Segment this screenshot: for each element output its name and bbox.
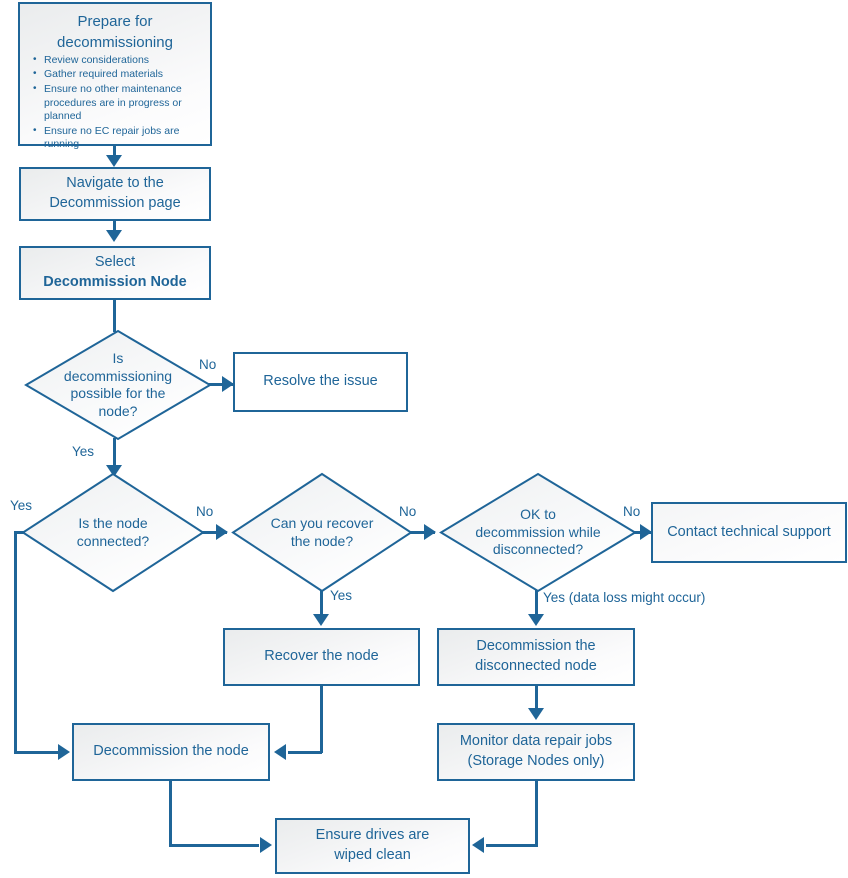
node-label-line2: Decommission page	[49, 195, 181, 211]
node-label-line1: Ensure drives are	[315, 827, 430, 844]
connector-recover-to-decommission-vertical	[320, 686, 323, 753]
node-navigate-to-decommission-page[interactable]: Navigate to the Decommission page	[19, 167, 211, 221]
connector-recover-no	[409, 531, 435, 534]
arrowhead-left	[274, 744, 286, 760]
arrowhead-right	[260, 837, 272, 853]
connector-possible-no	[208, 383, 234, 386]
decision-can-you-recover-the-node[interactable]: Can you recover the node?	[231, 472, 413, 593]
connector-monitor-to-wipe-vertical	[535, 781, 538, 845]
node-label-line1: Recover the node	[264, 648, 379, 665]
node-select-decommission-node[interactable]: Select Decommission Node	[19, 246, 211, 300]
connector-decommission-to-wipe-horizontal	[169, 844, 259, 847]
list-item: Review considerations	[33, 53, 204, 68]
arrowhead-right	[216, 524, 228, 540]
edge-label-connected-no: No	[196, 504, 214, 519]
node-label-line1: Contact technical support	[667, 523, 831, 540]
arrowhead-down	[106, 465, 122, 477]
node-label-line1: Monitor data repair jobs	[459, 733, 613, 750]
node-monitor-data-repair-jobs[interactable]: Monitor data repair jobs (Storage Nodes …	[437, 723, 635, 781]
arrowhead-right	[58, 744, 70, 760]
diamond-shape	[21, 472, 205, 593]
arrowhead-right	[424, 524, 436, 540]
node-label-line2: wiped clean	[334, 847, 411, 863]
list-item: Ensure no other maintenance procedures a…	[33, 82, 204, 124]
prepare-title-line2: decommissioning	[57, 33, 173, 51]
node-label-line1: Decommission the	[476, 638, 596, 655]
node-label-line2: (Storage Nodes only)	[467, 753, 605, 769]
node-contact-technical-support[interactable]: Contact technical support	[651, 502, 847, 563]
connector-possible-yes	[113, 438, 116, 473]
node-label-line1: Resolve the issue	[263, 373, 378, 390]
edge-label-connected-yes: Yes	[10, 498, 33, 513]
prepare-title-line1: Prepare for	[77, 13, 153, 30]
connector-connected-yes-vertical	[14, 531, 17, 753]
edge-label-recover-no: No	[399, 504, 417, 519]
diamond-shape	[439, 472, 637, 593]
connector-navigate-to-select	[113, 221, 116, 235]
diamond-shape	[24, 329, 212, 441]
node-recover-the-node[interactable]: Recover the node	[223, 628, 420, 686]
edge-label-ok-no: No	[623, 504, 641, 519]
arrowhead-right	[222, 376, 234, 392]
connector-connected-no	[201, 531, 227, 534]
connector-recover-to-decommission-horizontal	[288, 751, 322, 754]
decision-is-decommissioning-possible[interactable]: Is decommissioning possible for the node…	[24, 329, 212, 441]
arrowhead-left	[472, 837, 484, 853]
connector-ok-yes	[535, 590, 538, 620]
node-label-line2: Decommission Node	[43, 274, 187, 290]
connector-monitor-to-wipe-horizontal	[486, 844, 538, 847]
edge-label-ok-yes: Yes (data loss might occur)	[543, 590, 706, 605]
edge-label-possible-no: No	[199, 357, 217, 372]
node-label-line1: Navigate to the	[66, 175, 164, 192]
arrowhead-down	[528, 708, 544, 720]
arrowhead-down	[313, 614, 329, 626]
connector-select-to-decision-possible	[113, 300, 116, 332]
list-item: Ensure no EC repair jobs are running	[33, 124, 204, 152]
arrowhead-down	[106, 230, 122, 242]
node-decommission-the-disconnected-node[interactable]: Decommission the disconnected node	[437, 628, 635, 686]
node-decommission-the-node[interactable]: Decommission the node	[72, 723, 270, 781]
node-prepare-for-decommissioning[interactable]: Prepare for decommissioning Review consi…	[18, 2, 212, 150]
decision-ok-to-decommission-while-disconnected[interactable]: OK to decommission while disconnected?	[439, 472, 637, 593]
prepare-bullet-list: Review considerations Gather required ma…	[22, 53, 208, 152]
decision-is-the-node-connected[interactable]: Is the node connected?	[21, 472, 205, 593]
edge-label-recover-yes: Yes	[330, 588, 353, 603]
list-item: Gather required materials	[33, 67, 204, 82]
diamond-shape	[231, 472, 413, 593]
arrowhead-down	[106, 155, 122, 167]
connector-connected-yes-top	[14, 531, 26, 534]
connector-connected-yes-bottom	[14, 751, 64, 754]
node-resolve-the-issue[interactable]: Resolve the issue	[233, 352, 408, 412]
connector-recover-yes	[320, 590, 323, 620]
connector-disconnected-to-monitor	[535, 686, 538, 712]
node-label-line1: Decommission the node	[93, 743, 249, 760]
node-label-line1: Select	[94, 254, 136, 271]
edge-label-possible-yes: Yes	[72, 444, 95, 459]
arrowhead-down	[528, 614, 544, 626]
connector-decommission-to-wipe-vertical	[169, 781, 172, 845]
arrowhead-right	[640, 524, 652, 540]
connector-prepare-to-navigate	[113, 146, 116, 160]
node-label-line2: disconnected node	[475, 658, 597, 674]
node-ensure-drives-are-wiped-clean[interactable]: Ensure drives are wiped clean	[275, 818, 470, 874]
